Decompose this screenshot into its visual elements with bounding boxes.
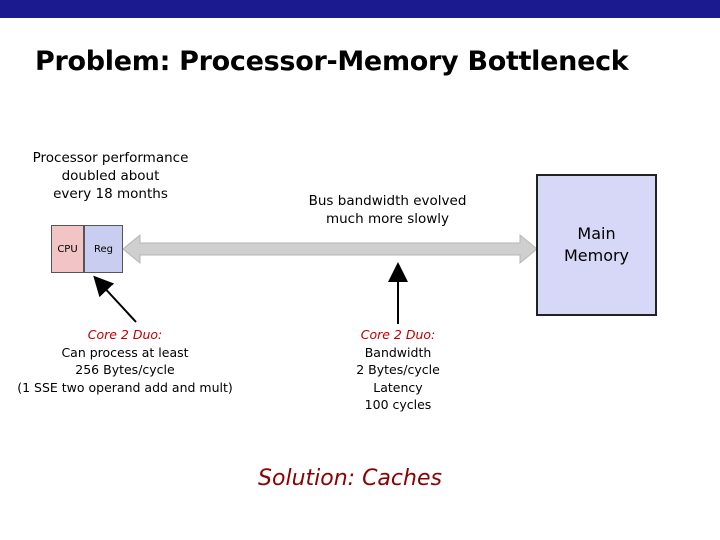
core-mid-line: 2 Bytes/cycle: [356, 362, 440, 377]
bus-bandwidth-note: Bus bandwidth evolved much more slowly: [290, 192, 485, 228]
register-block: Reg: [84, 225, 123, 273]
cpu-block: CPU: [51, 225, 84, 273]
core-mid-heading: Core 2 Duo:: [360, 327, 436, 342]
slide-title: Problem: Processor-Memory Bottleneck: [35, 46, 629, 77]
core2duo-bandwidth-note: Core 2 Duo: Bandwidth 2 Bytes/cycle Late…: [343, 326, 453, 414]
core-left-line: 256 Bytes/cycle: [75, 362, 175, 377]
core-mid-line: Bandwidth: [364, 344, 432, 360]
main-memory-block: Main Memory: [536, 174, 657, 316]
processor-note-line: every 18 months: [53, 186, 168, 202]
core-mid-line: Latency: [373, 379, 423, 395]
core-mid-line: 100 cycles: [364, 397, 432, 412]
top-banner: [0, 0, 720, 18]
core2duo-processing-note: Core 2 Duo: Can process at least 256 Byt…: [0, 326, 250, 396]
solution-text: Solution: Caches: [258, 466, 442, 491]
memory-label-line: Memory: [563, 246, 630, 265]
core-left-heading: Core 2 Duo:: [87, 327, 163, 342]
processor-note-line: Processor performance: [32, 150, 189, 166]
cpu-pointer-arrow: [93, 275, 137, 323]
core-left-line: Can process at least: [61, 344, 189, 360]
memory-label-line: Main: [577, 224, 616, 243]
reg-label: Reg: [94, 243, 113, 255]
bus-note-line: Bus bandwidth evolved: [308, 193, 467, 209]
core-left-line: (1 SSE two operand add and mult): [17, 379, 233, 395]
cpu-label: CPU: [57, 243, 78, 255]
processor-performance-note: Processor performance doubled about ever…: [8, 149, 213, 203]
bus-arrow: [122, 233, 538, 265]
processor-note-line: doubled about: [61, 168, 160, 184]
bus-note-line: much more slowly: [325, 211, 450, 227]
